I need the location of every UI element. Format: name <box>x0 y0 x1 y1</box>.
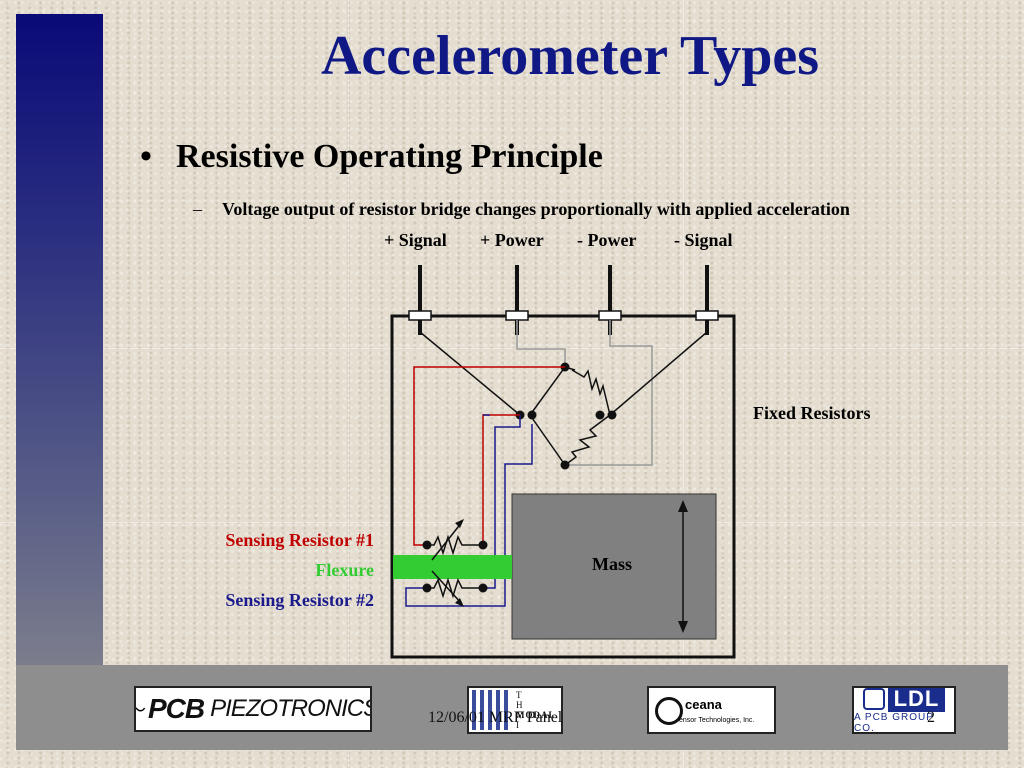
page-title: Accelerometer Types <box>320 25 820 87</box>
ldl-wave-icon <box>862 688 885 710</box>
pcb-logo-subtext: PIEZOTRONICS <box>210 695 372 722</box>
blue-wire-inner <box>483 415 521 589</box>
flexure-beam <box>393 555 512 579</box>
bullet-marker: • <box>140 138 152 175</box>
background-gridline <box>683 0 684 768</box>
fixed-resistors-label: Fixed Resistors <box>753 403 871 423</box>
bullet-text: Resistive Operating Principle <box>176 138 603 175</box>
pcb-piezotronics-logo: 〜 PCB PIEZOTRONICS <box>134 686 372 732</box>
footer-date-event: 12/06/01 MRF Panel <box>428 709 562 727</box>
background-gridline <box>348 0 349 768</box>
bullet-item: • Resistive Operating Principle <box>140 138 603 176</box>
footer-date: 12/06/01 <box>428 709 485 726</box>
terminal-label-minus-signal: - Signal <box>674 230 733 250</box>
red-wire-outer <box>413 366 565 546</box>
ldl-logo-text: LDL <box>887 688 946 712</box>
sensing-resistor-2 <box>427 577 483 599</box>
mass-label: Mass <box>592 554 632 574</box>
bridge-wire <box>529 366 566 416</box>
oceana-logo-text: ceana <box>685 697 722 712</box>
footer-event: MRF Panel <box>488 709 563 726</box>
sub-bullet-marker: – <box>193 199 202 219</box>
sensing-resistor-1-label: Sensing Resistor #1 <box>225 530 374 550</box>
sub-bullet-item: –Voltage output of resistor bridge chang… <box>193 199 850 220</box>
oceana-o-icon <box>655 696 683 725</box>
sidebar-gradient <box>16 14 103 750</box>
blue-wire-outer <box>405 424 533 607</box>
oceana-logo-subtext: ensor Technologies, Inc. <box>679 716 755 724</box>
pcb-logo-text: PCB <box>147 693 205 724</box>
housing-outline <box>390 314 736 659</box>
sensing-resistor-2-label: Sensing Resistor #2 <box>225 590 374 610</box>
background-gridline <box>0 348 1024 349</box>
oceana-logo: ceana ensor Technologies, Inc. <box>647 686 776 734</box>
fixed-resistor-2 <box>564 414 611 466</box>
modal-grid-icon <box>472 690 512 730</box>
terminal-label-plus-signal: + Signal <box>384 230 447 250</box>
fixed-resistor-1 <box>571 369 611 416</box>
terminal-label-plus-power: + Power <box>480 230 544 250</box>
modal-shop-logo: T H MODAL I <box>467 686 563 734</box>
terminal-label-minus-power: - Power <box>577 230 637 250</box>
page-number: 2 <box>927 709 935 726</box>
bridge-nodes <box>515 362 617 470</box>
flexure-label: Flexure <box>315 560 374 580</box>
bridge-wire-plus-signal <box>419 331 521 416</box>
sub-bullet-text: Voltage output of resistor bridge change… <box>222 199 850 219</box>
mass-block <box>511 493 717 640</box>
bridge-wire <box>529 414 566 466</box>
sensing-resistor-1 <box>427 534 483 556</box>
ldl-logo: LDL A PCB GROUP CO. <box>852 686 956 734</box>
modal-logo-text: T H MODAL I <box>516 690 556 730</box>
sensing-nodes <box>422 540 488 593</box>
bridge-wire-minus-signal <box>609 331 708 416</box>
ldl-logo-subtext: A PCB GROUP CO. <box>854 712 934 734</box>
gray-wire-minus-power <box>565 320 653 466</box>
pcb-wave-icon: 〜 <box>136 696 146 722</box>
gray-wire-plus-power <box>516 320 566 367</box>
